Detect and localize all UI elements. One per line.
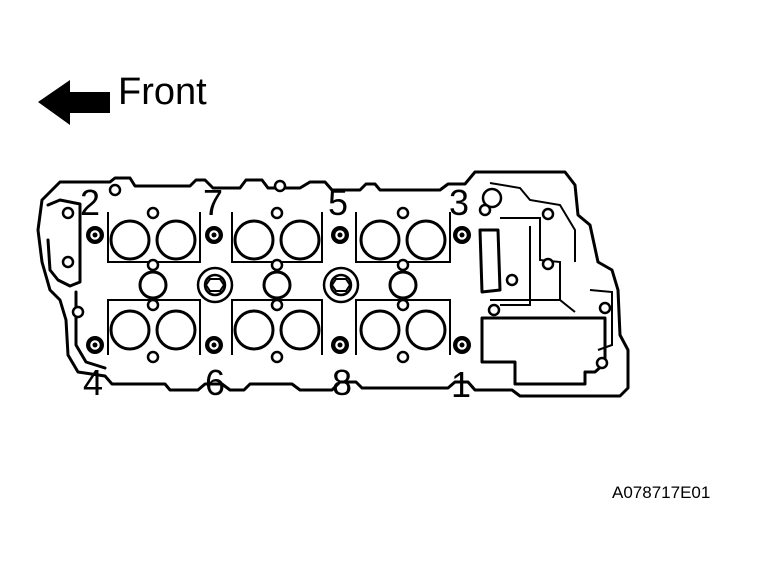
bolt-number-label: 2 (80, 182, 100, 223)
drawing-code: A078717E01 (612, 483, 710, 502)
bolt-number-label: 4 (83, 362, 103, 403)
bolt-number-label: 6 (205, 362, 225, 403)
head-bolt (453, 226, 471, 244)
bolt-number-label: 1 (451, 364, 471, 405)
front-label: Front (118, 71, 207, 113)
head-bolt (453, 336, 471, 354)
head-bolt (86, 336, 104, 354)
bolt-sequence-labels: 2 7 5 3 4 6 8 1 (80, 182, 471, 405)
head-bolt (205, 336, 223, 354)
cylinder-head-outline (36, 170, 630, 398)
head-bolt (205, 226, 223, 244)
center-plug-row (138, 258, 418, 312)
bolt-number-label: 3 (449, 182, 469, 223)
lower-valve-row (107, 299, 451, 364)
bolt-number-label: 7 (203, 182, 223, 223)
arrow-left-icon (38, 80, 110, 125)
head-bolt (86, 226, 104, 244)
upper-valve-row (107, 206, 451, 263)
head-bolt (331, 336, 349, 354)
head-bolt (331, 226, 349, 244)
bolt-number-label: 8 (332, 362, 352, 403)
bolt-number-label: 5 (328, 182, 348, 223)
head-bolts (86, 226, 471, 354)
